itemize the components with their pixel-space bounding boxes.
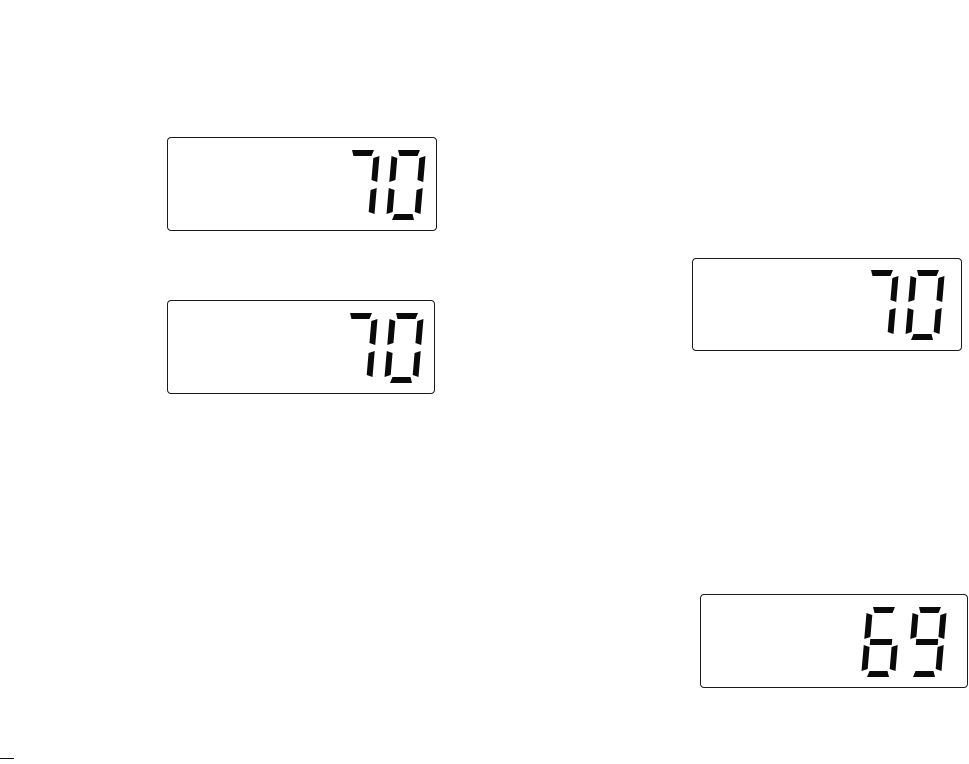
segment-g (870, 639, 893, 645)
segment-c (369, 188, 377, 214)
segment-a (396, 313, 418, 319)
segment-e (862, 645, 870, 671)
segment-c (415, 188, 423, 214)
lcd-digits-1 (336, 146, 426, 224)
lcd-display-2: 70 (167, 300, 435, 394)
segment-e (906, 308, 914, 334)
lcd-reading-4: 69 (701, 595, 702, 596)
lcd-reading-2: 70 (168, 301, 169, 302)
digit-7 (352, 150, 379, 214)
segment-c (934, 308, 942, 334)
segment-c (936, 645, 944, 671)
lcd-digits-3 (855, 266, 945, 344)
lcd-display-4: 69 (700, 594, 968, 688)
segment-f (387, 319, 395, 345)
digit-0 (387, 150, 426, 220)
digit-9 (910, 607, 946, 677)
lcd-digits-4 (857, 603, 947, 681)
segment-c (413, 351, 421, 377)
segment-b (890, 276, 898, 302)
segment-d (392, 214, 414, 220)
segment-b (417, 156, 425, 182)
segment-b (371, 156, 379, 182)
segment-b (938, 613, 946, 639)
digit-0 (385, 313, 424, 383)
segment-c (888, 308, 896, 334)
lcd-display-1: 70 (167, 137, 437, 231)
segment-c (890, 645, 898, 671)
lcd-reading-1: 70 (168, 138, 169, 139)
segment-b (369, 319, 377, 345)
segment-b (936, 276, 944, 302)
lcd-reading-3: 70 (693, 259, 694, 260)
segment-a (350, 313, 372, 319)
segment-g (916, 639, 939, 645)
segment-a (352, 150, 374, 156)
segment-f (910, 613, 918, 639)
segment-a (398, 150, 420, 156)
digit-7 (871, 270, 898, 334)
segment-f (389, 156, 397, 182)
lcd-display-3: 70 (692, 258, 962, 351)
segment-a (871, 270, 893, 276)
segment-b (415, 319, 423, 345)
segment-e (385, 351, 393, 377)
segment-a (917, 270, 939, 276)
digit-7 (350, 313, 377, 377)
segment-a (919, 607, 941, 613)
segment-a (873, 607, 895, 613)
digit-0 (906, 270, 945, 340)
segment-c (367, 351, 375, 377)
lcd-digits-2 (334, 309, 424, 387)
segment-d (867, 671, 889, 677)
segment-d (913, 671, 935, 677)
segment-d (911, 334, 933, 340)
segment-f (864, 613, 872, 639)
segment-d (390, 377, 412, 383)
segment-e (387, 188, 395, 214)
digit-6 (862, 607, 898, 677)
segment-f (908, 276, 916, 302)
corner-tick-mark (0, 758, 14, 759)
